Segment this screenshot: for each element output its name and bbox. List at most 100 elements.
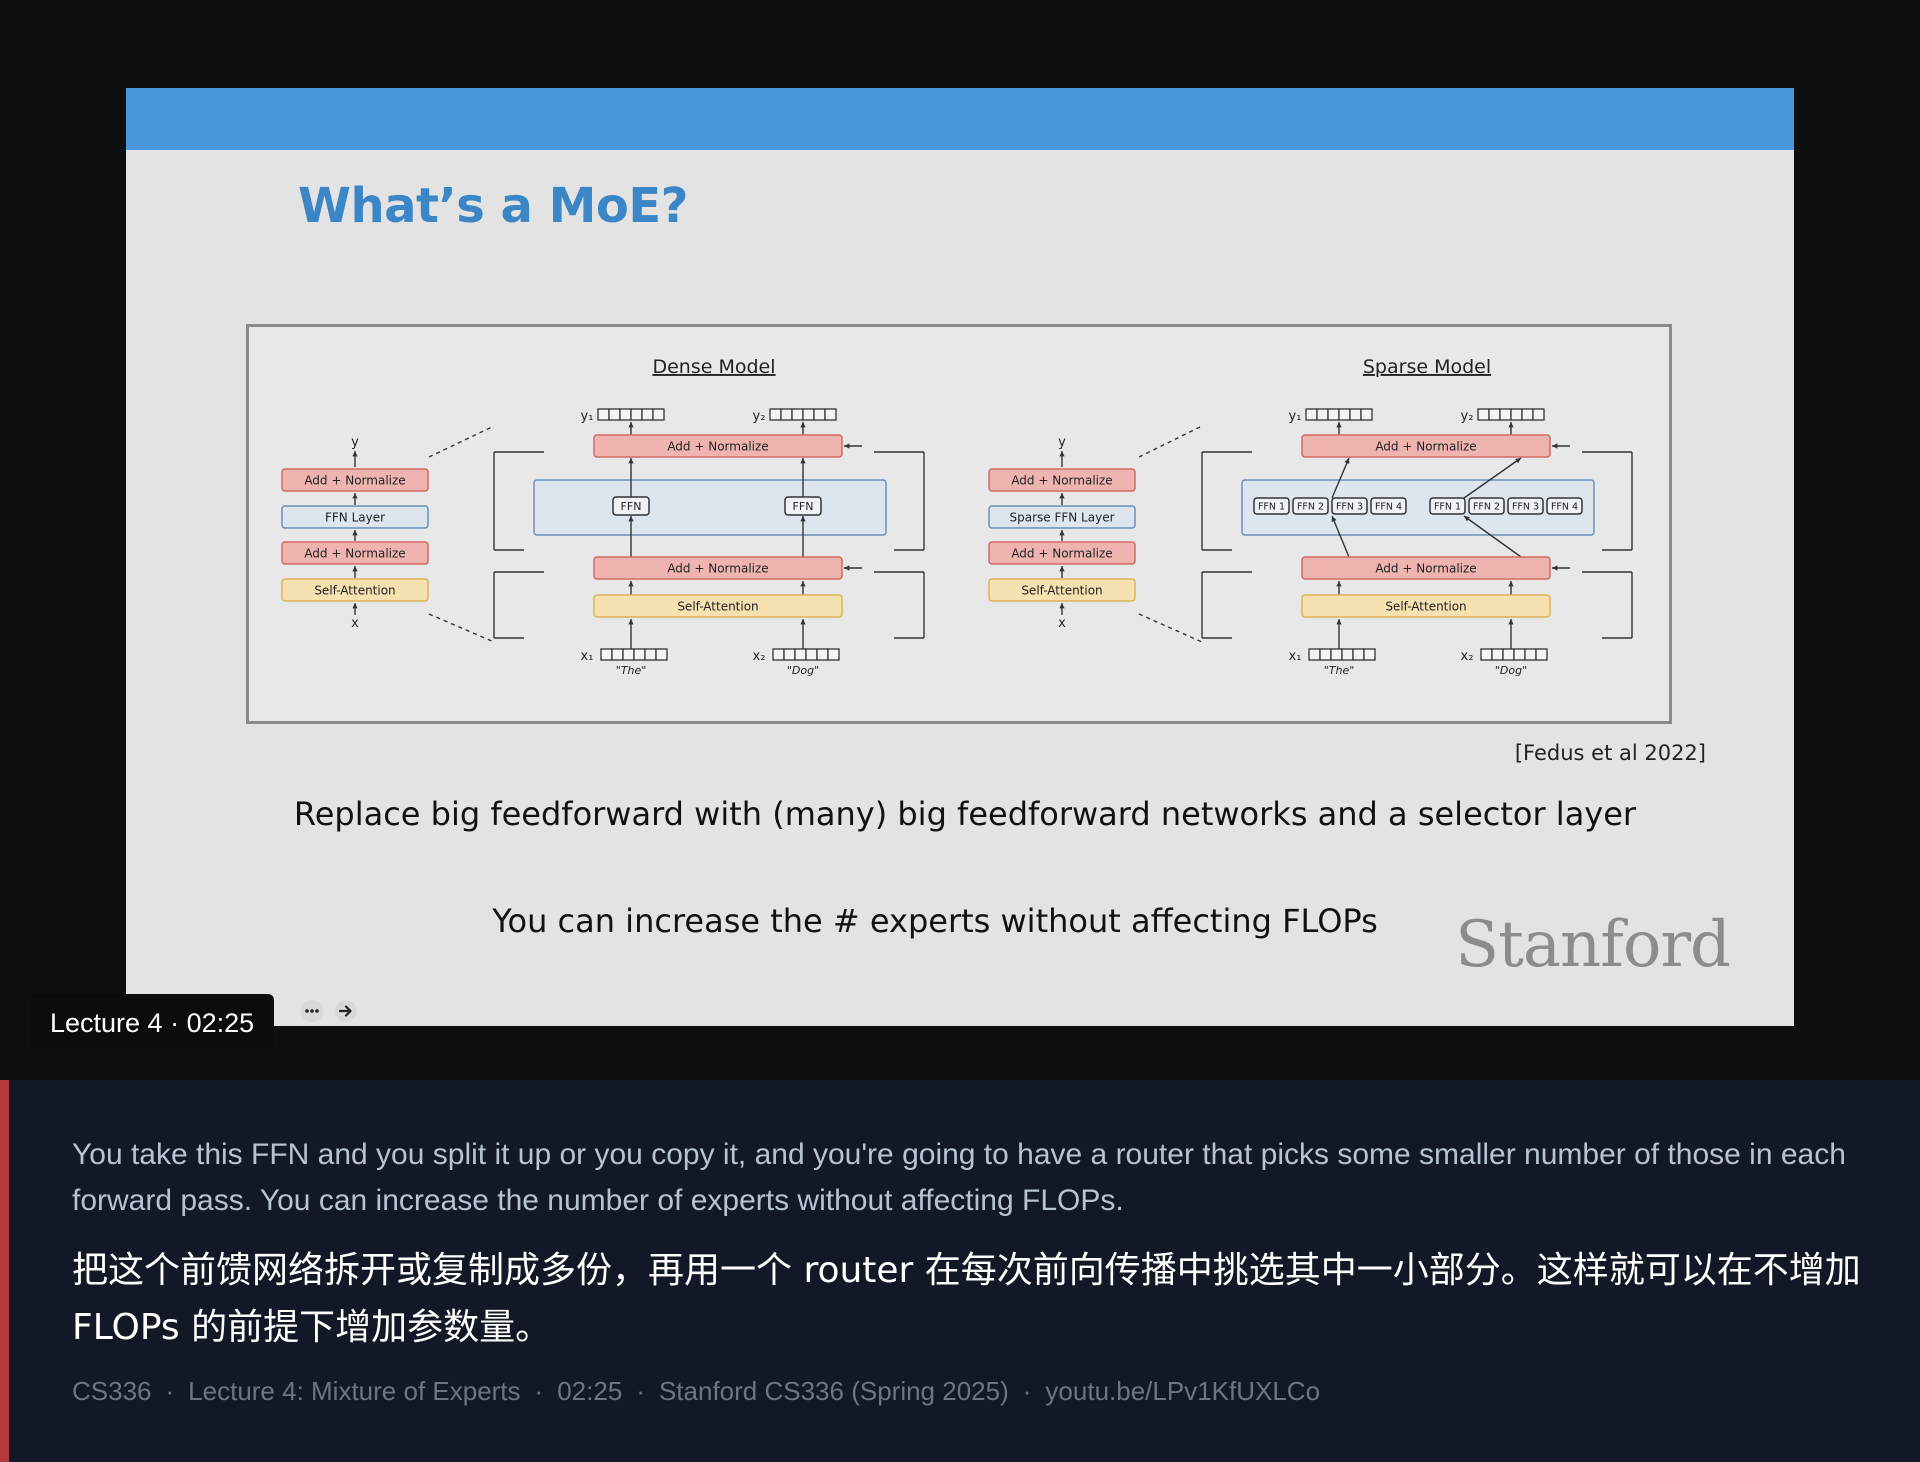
meta-course: CS336 [72, 1376, 152, 1406]
next-arrow-icon[interactable] [334, 999, 358, 1023]
arrow-head [628, 458, 634, 464]
y2-label: y₂ [753, 409, 766, 424]
video-meta-line: CS336·Lecture 4: Mixture of Experts·02:2… [72, 1376, 1320, 1407]
output-vector-cell [813, 408, 826, 421]
output-vector-cell [824, 408, 837, 421]
ffn-unit-label: FFN [621, 500, 642, 513]
arrow-head [1331, 516, 1337, 522]
arrow-head [1508, 422, 1514, 428]
add-normalize-bottom-label: Add + Normalize [1375, 561, 1476, 575]
ffn-layer-small-box [988, 505, 1136, 529]
output-vector-cell [769, 408, 782, 421]
output-vector-cell [1510, 408, 1523, 421]
add-normalize-small-box [988, 468, 1136, 492]
output-vector-cell [791, 408, 804, 421]
arrow-head [1059, 566, 1065, 572]
input-vector-cell [805, 648, 818, 661]
token-dog: "Dog" [1495, 664, 1527, 677]
arrow-head [352, 493, 358, 499]
output-vector-cell [1488, 408, 1501, 421]
input-vector-cell [611, 648, 624, 661]
input-vector-cell [783, 648, 796, 661]
arrow-head [1552, 443, 1558, 449]
add-normalize-small-label: Add + Normalize [1011, 546, 1112, 560]
x2-label: x₂ [753, 649, 766, 664]
input-vector-cell [1363, 648, 1376, 661]
expert-ffn-unit-box [1253, 497, 1290, 515]
expert-ffn-unit-label: FFN 2 [1473, 501, 1500, 512]
dense-model-title: Dense Model [652, 356, 775, 378]
arrow-head [1508, 581, 1514, 587]
output-vector-cell [1316, 408, 1329, 421]
output-vector-cell [1499, 408, 1512, 421]
meta-separator: · [1022, 1376, 1032, 1406]
output-vector-cell [652, 408, 665, 421]
input-vector-cell [655, 648, 668, 661]
input-vector-cell [1330, 648, 1343, 661]
ffn-container-box [1241, 479, 1595, 536]
timestamp-badge: Lecture 4 · 02:25 [30, 994, 275, 1052]
expert-ffn-unit-box [1370, 497, 1407, 515]
arrow-head [1344, 458, 1350, 464]
input-vector-cell [1352, 648, 1365, 661]
add-normalize-top-box [1301, 434, 1551, 458]
arrow-head [1336, 581, 1342, 587]
input-vector-cell [772, 648, 785, 661]
input-vector-cell [1480, 648, 1493, 661]
expert-ffn-unit-box [1546, 497, 1583, 515]
ffn-unit-label: FFN [793, 500, 814, 513]
token-the: "The" [616, 664, 647, 677]
expert-ffn-unit-label: FFN 2 [1297, 501, 1324, 512]
arrow-head [844, 565, 850, 571]
add-normalize-top-label: Add + Normalize [667, 439, 768, 453]
expert-ffn-unit-box [1292, 497, 1329, 515]
meta-separator: · [534, 1376, 544, 1406]
caption-accent-bar [0, 1080, 9, 1462]
output-vector-cell [1338, 408, 1351, 421]
slide-bullet-1: Replace big feedforward with (many) big … [293, 795, 1637, 833]
x-label: x [1058, 616, 1066, 631]
meta-separator: · [165, 1376, 175, 1406]
arrow-head [1508, 619, 1514, 625]
ffn-layer-small-box [281, 505, 429, 529]
self-attention-small-label: Self-Attention [1021, 583, 1102, 597]
add-normalize-bottom-box [1301, 556, 1551, 580]
input-vector-cell [1341, 648, 1354, 661]
add-normalize-small-label: Add + Normalize [1011, 473, 1112, 487]
self-attention-small-label: Self-Attention [314, 583, 395, 597]
caption-chinese: 把这个前馈网络拆开或复制成多份，再用一个 router 在每次前向传播中挑选其中… [72, 1250, 1861, 1348]
expert-ffn-unit-box [1468, 497, 1505, 515]
input-vector-cell [794, 648, 807, 661]
arrow-head [1059, 493, 1065, 499]
arrow-head [800, 422, 806, 428]
ffn-layer-small-label: Sparse FFN Layer [1009, 510, 1114, 524]
stanford-logo: Stanford [1455, 908, 1731, 982]
output-vector-cell [619, 408, 632, 421]
meta-series: Stanford CS336 (Spring 2025) [658, 1376, 1009, 1406]
input-vector-cell [644, 648, 657, 661]
self-attention-big-label: Self-Attention [677, 599, 758, 613]
expert-ffn-unit-label: FFN 3 [1512, 501, 1539, 512]
arrow-line [1331, 457, 1350, 499]
arrow-line [1463, 515, 1522, 558]
output-vector-cell [608, 408, 621, 421]
meta-link[interactable]: youtu.be/LPv1KfUXLCo [1045, 1376, 1321, 1406]
expert-ffn-unit-label: FFN 4 [1551, 501, 1578, 512]
output-vector-cell [1305, 408, 1318, 421]
more-options-icon[interactable] [300, 999, 324, 1023]
x2-label: x₂ [1461, 649, 1474, 664]
arrow-head [800, 516, 806, 522]
arrow-line [1331, 515, 1350, 558]
expert-ffn-unit-box [1429, 497, 1466, 515]
input-vector-cell [1491, 648, 1504, 661]
arrow-head [1059, 530, 1065, 536]
arrow-head [1515, 458, 1521, 464]
arrow-head [844, 443, 850, 449]
add-normalize-small-box [281, 541, 429, 565]
output-vector-cell [780, 408, 793, 421]
arrow-head [800, 619, 806, 625]
caption-english: You take this FFN and you split it up or… [72, 1138, 1846, 1217]
